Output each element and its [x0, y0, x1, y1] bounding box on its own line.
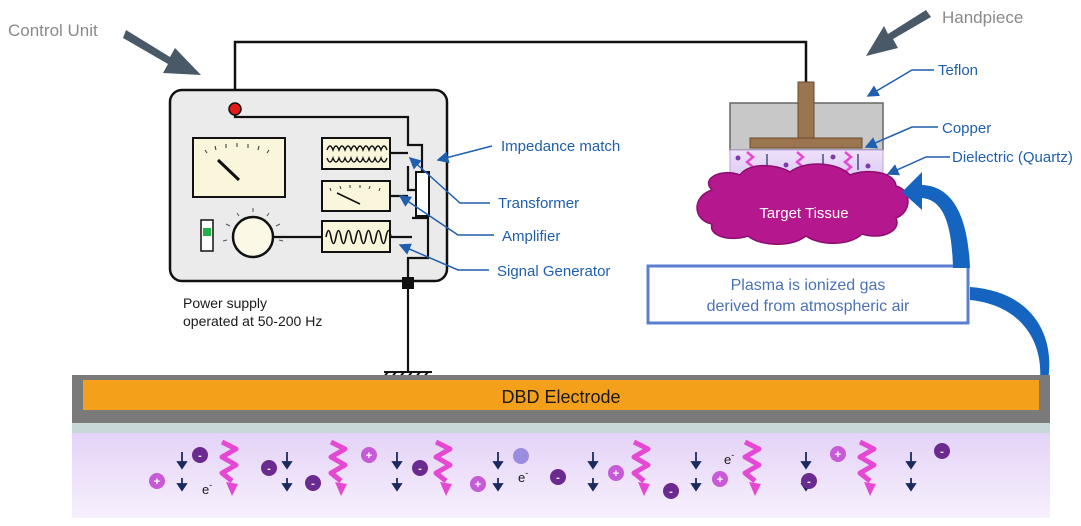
- plasma-banner-line2: derived from atmospheric air: [707, 298, 910, 315]
- copper-electrode: [749, 81, 863, 149]
- amplifier-component: [321, 180, 391, 212]
- red-terminal-dot: [228, 102, 242, 116]
- electron-label: e-: [202, 480, 212, 497]
- label-power-supply-line2: operated at 50-200 Hz: [183, 313, 322, 329]
- electron-label: e-: [518, 468, 528, 485]
- label-copper: Copper: [942, 120, 991, 137]
- plasma-info-banner: [646, 264, 970, 325]
- handpiece-pointer-arrow: [866, 10, 931, 56]
- minus-sign: -: [807, 476, 811, 488]
- electron-flow-arrows: [176, 452, 917, 492]
- label-dbd-electrode: DBD Electrode: [501, 387, 620, 407]
- control-unit-pointer-arrow: [123, 30, 201, 75]
- neutral-particle: [513, 448, 529, 464]
- analog-meter: [192, 137, 286, 198]
- minus-sign: -: [311, 478, 315, 490]
- minus-sign: -: [940, 446, 944, 458]
- label-handpiece: Handpiece: [942, 8, 1023, 27]
- plus-sign: +: [835, 449, 841, 461]
- label-transformer: Transformer: [498, 195, 579, 212]
- upward-curved-arrow: [902, 172, 970, 268]
- plus-sign: +: [366, 450, 372, 462]
- transformer-component: [321, 137, 391, 170]
- electron-label: e-: [724, 450, 734, 467]
- power-switch: [200, 219, 214, 252]
- minus-sign: -: [198, 450, 202, 462]
- plasma-banner-line1: Plasma is ionized gas: [731, 277, 886, 294]
- plus-sign: +: [154, 476, 160, 488]
- discharge-tips: [226, 482, 876, 496]
- impedance-resistor: [415, 171, 430, 217]
- plus-sign: +: [717, 474, 723, 486]
- label-target-tissue: Target Tissue: [759, 205, 848, 222]
- negative-ions: [192, 443, 950, 499]
- signal-generator-component: [321, 220, 392, 253]
- junction-square: [402, 277, 414, 289]
- control-unit-callouts: [398, 145, 494, 271]
- label-amplifier: Amplifier: [502, 228, 560, 245]
- target-tissue-cloud: [696, 163, 909, 245]
- minus-sign: -: [267, 463, 271, 475]
- label-dielectric: Dielectric (Quartz): [952, 149, 1073, 166]
- label-impedance-match: Impedance match: [501, 138, 620, 155]
- label-power-supply-line1: Power supply: [183, 295, 267, 311]
- control-knob: [222, 208, 284, 259]
- minus-sign: -: [669, 486, 673, 498]
- label-teflon: Teflon: [938, 62, 978, 79]
- label-control-unit: Control Unit: [8, 21, 98, 40]
- plus-sign: +: [613, 468, 619, 480]
- positive-ions: [149, 446, 846, 492]
- minus-sign: -: [418, 463, 422, 475]
- handpiece-callouts: [864, 69, 950, 176]
- minus-sign: -: [556, 472, 560, 484]
- plus-sign: +: [475, 479, 481, 491]
- main-cable: [233, 40, 808, 108]
- label-signal-generator: Signal Generator: [497, 263, 610, 280]
- plasma-discharges: [219, 439, 877, 483]
- dbd-electrode: [72, 375, 1050, 433]
